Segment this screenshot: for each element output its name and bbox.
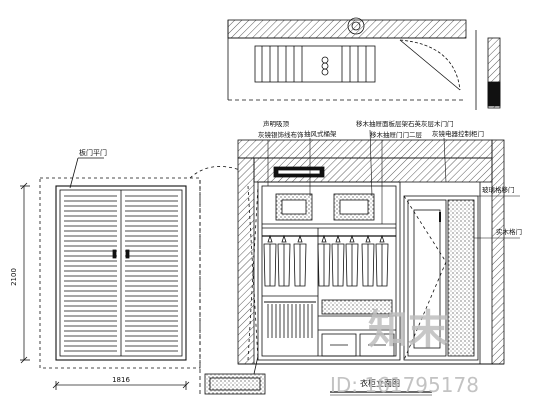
garment xyxy=(345,234,359,287)
door-width-dimension: 1816 xyxy=(112,376,130,384)
floor-mat xyxy=(204,373,266,395)
door-handle xyxy=(125,249,130,259)
door-height-dimension: 2100 xyxy=(10,268,18,286)
callout-label: 移木抽屉面板层架石英灰层木门门 xyxy=(356,119,454,128)
callout-label: 移木抽屉门门二层 xyxy=(370,130,423,139)
callout-leaders xyxy=(267,129,520,239)
plan-upper-wall xyxy=(227,19,467,39)
wardrobe-right-wall xyxy=(491,139,505,365)
plan-fixture-circle xyxy=(347,17,365,35)
garment xyxy=(375,234,389,287)
callout-label: 灰镜电器控制柜门 xyxy=(432,129,484,138)
drawer xyxy=(321,333,357,357)
callout-label: 灰镜银饰线布饰 xyxy=(258,130,304,139)
garment xyxy=(293,234,307,287)
watermark-brand: 知末 xyxy=(368,307,448,353)
garment xyxy=(263,234,277,287)
callout-label: 声明吸顶 xyxy=(263,119,290,128)
closet-callout-labels: 声明吸顶 灰镜银饰线布饰 抽风式桶架 移木抽屉面板层架石英灰层木门门 移木抽屉门… xyxy=(258,119,522,236)
door-left-leaf-louvers xyxy=(64,195,117,352)
callout-label: 实木格门 xyxy=(496,227,522,236)
elevation-title: 衣柜立面图 xyxy=(360,378,400,388)
garment xyxy=(361,234,375,287)
top-plan-view xyxy=(227,17,501,110)
watermark-id: ID: 161795178 xyxy=(330,373,479,397)
wardrobe-ceiling xyxy=(237,139,493,159)
door-leaf-label: 板门平门 xyxy=(79,148,107,157)
wardrobe-elevation xyxy=(189,139,505,395)
plan-hanging-items xyxy=(254,45,376,83)
garment xyxy=(277,234,291,287)
textured-door-panel xyxy=(447,199,475,357)
garment xyxy=(331,234,345,287)
lower-hanging-items xyxy=(267,304,313,338)
door-handle xyxy=(112,249,117,259)
door-outer-frame xyxy=(55,185,187,361)
louver-door-elevation xyxy=(20,157,201,395)
garment xyxy=(317,234,331,287)
drawer xyxy=(359,333,395,357)
glass-sliding-door xyxy=(403,195,479,361)
callout-label: 抽风式桶架 xyxy=(304,129,337,138)
door-right-leaf-louvers xyxy=(125,195,178,352)
hanging-garments xyxy=(263,234,389,287)
wardrobe-left-wall xyxy=(237,157,255,365)
watermark: 知末 ID: 161795178 xyxy=(330,307,479,397)
callout-label: 玻璃格移门 xyxy=(482,185,515,194)
wardrobe-carcass xyxy=(257,181,401,361)
